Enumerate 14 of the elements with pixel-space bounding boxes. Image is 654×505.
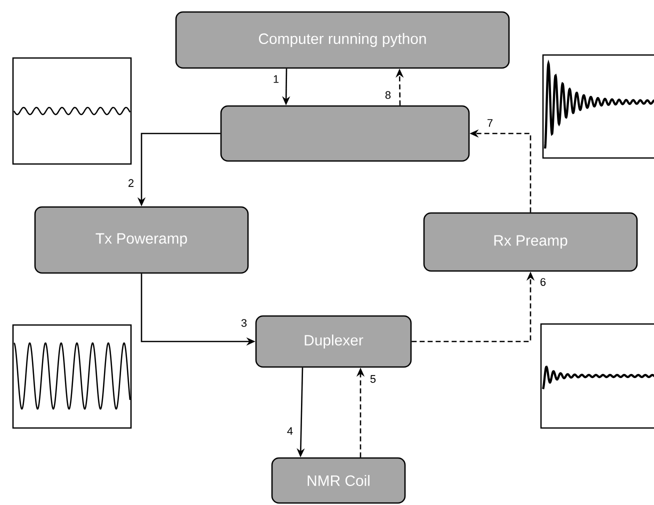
process-box: NMR Coil <box>271 457 406 504</box>
edge-label: 7 <box>488 119 492 127</box>
edge-label: 2 <box>128 179 134 187</box>
edge-label: 5 <box>370 375 376 383</box>
process-box: Computer running python <box>175 11 510 69</box>
process-box: Tx Poweramp <box>34 206 249 274</box>
empty-box <box>220 105 470 162</box>
edge-label: 6 <box>540 278 546 286</box>
edge-label: 4 <box>287 427 293 435</box>
edge-label: 1 <box>274 75 279 83</box>
process-box: Duplexer <box>255 315 412 368</box>
process-box: Rx Preamp <box>423 212 638 272</box>
edge-label: 3 <box>241 319 247 327</box>
edge-label: 8 <box>385 91 391 99</box>
